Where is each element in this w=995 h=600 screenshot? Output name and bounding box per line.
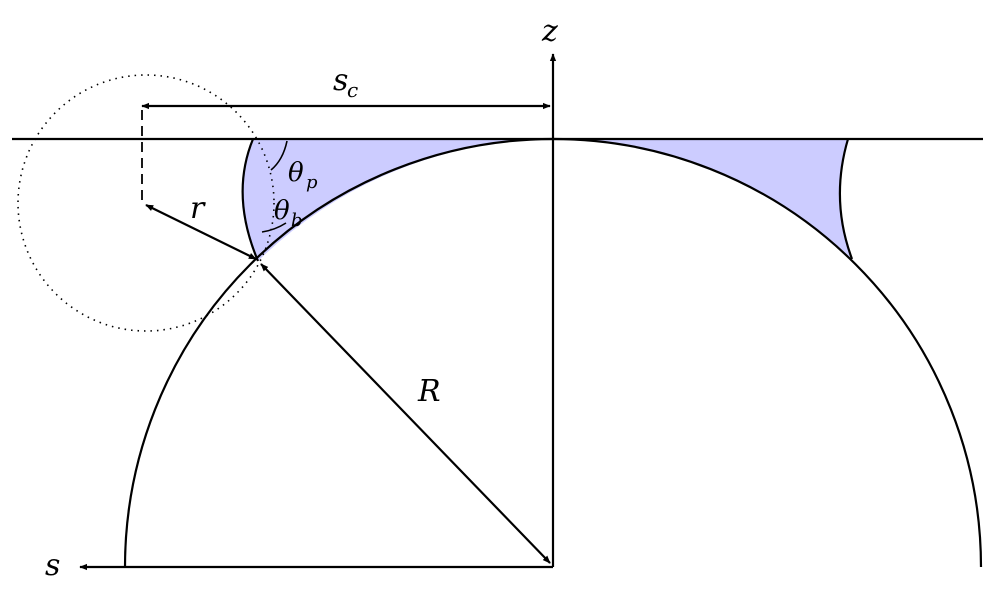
theta-b-arc [261, 222, 287, 233]
r-arrow [145, 204, 257, 260]
theta-p-label: θ [288, 158, 304, 188]
z-axis-label: z [541, 14, 558, 49]
meniscus-circle-dotted [17, 74, 275, 332]
sc-label: s [333, 63, 348, 98]
left-meniscus-fill [242, 139, 554, 261]
theta-p-label-subscript: p [306, 172, 318, 193]
right-meniscus-curve [838, 138, 854, 260]
theta-b-label-subscript: b [291, 210, 303, 231]
sc-label-subscript: c [347, 78, 358, 102]
R-arrow [260, 263, 551, 564]
R-label: R [417, 374, 441, 409]
s-axis-label: s [45, 548, 60, 583]
right-meniscus-fill [553, 138, 852, 259]
theta-p-arc [270, 140, 288, 171]
r-label: r [190, 191, 206, 226]
theta-b-label: θ [274, 196, 290, 226]
